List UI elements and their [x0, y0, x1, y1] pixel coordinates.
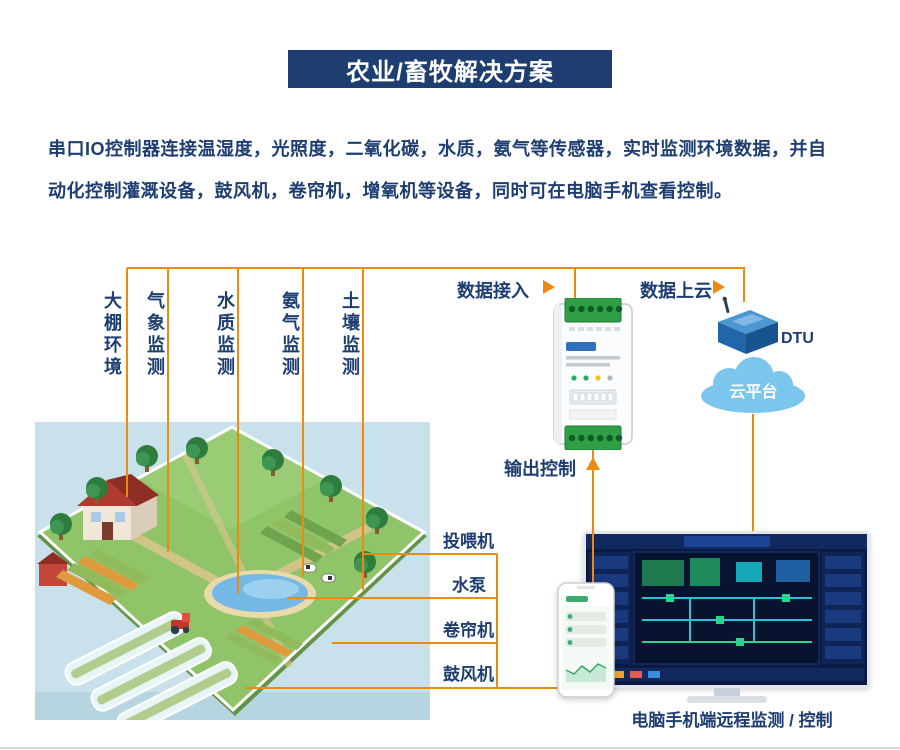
scada-title-bar: [684, 536, 770, 547]
farm-pond: [204, 570, 316, 618]
sensor-label-weather: 气象监测: [145, 291, 165, 379]
label-dtu: DTU: [781, 330, 814, 347]
crop-rows-left: [56, 549, 150, 605]
arrow-up-icon-output-control: [586, 457, 600, 470]
phone-list-rows: [566, 612, 606, 647]
description: 串口IO控制器连接温湿度，光照度，二氧化碳，水质，氨气等传感器，实时监测环境数据…: [48, 134, 827, 218]
cloud-icon: [701, 357, 805, 413]
phone-speaker: [577, 586, 595, 589]
monitor-base: [687, 696, 767, 703]
scada-right-panel: [822, 552, 864, 664]
farm-cows: [302, 563, 336, 583]
arrow-right-icon-data-cloud: [713, 280, 725, 294]
output-label-water-pump: 水泵: [450, 571, 488, 596]
phone-screen: [557, 582, 615, 698]
farm-greenhouses: [64, 611, 238, 720]
description-line-1: 串口IO控制器连接温湿度，光照度，二氧化碳，水质，氨气等传感器，实时监测环境数据…: [48, 139, 827, 159]
label-output-control: 输出控制: [504, 459, 576, 479]
monitor: [583, 531, 870, 688]
page-title: 农业/畜牧解决方案: [288, 50, 612, 88]
sensor-label-greenhouse-env: 大棚环境: [102, 291, 122, 379]
device-led-indicators: [571, 375, 613, 381]
phone-app-header: [566, 596, 588, 602]
monitor-stand: [714, 688, 740, 697]
antenna-icon: [722, 296, 730, 314]
label-data-in: 数据接入: [457, 281, 529, 301]
device-logo: [566, 342, 596, 351]
farm-house: [77, 474, 159, 540]
phone-area-chart: [566, 664, 606, 682]
page-divider: [0, 747, 900, 749]
sensor-label-soil: 土壤监测: [340, 291, 360, 379]
farm-shed: [37, 552, 69, 586]
output-label-feeder: 投喂机: [441, 527, 496, 552]
caption-remote-monitoring: 电脑手机端远程监测 / 控制: [631, 711, 833, 730]
sensor-label-water-quality: 水质监测: [215, 291, 235, 379]
farm-illustration: [35, 422, 430, 720]
cloud-platform-label: 云平台: [729, 384, 778, 401]
phone: [557, 582, 615, 698]
scada-screen: [586, 534, 867, 685]
dtu-device: [718, 296, 778, 354]
description-line-2: 动化控制灌溉设备，鼓风机，卷帘机，增氧机等设备，同时可在电脑手机查看控制。: [48, 181, 733, 201]
crop-rows-bottom: [225, 618, 303, 664]
sensor-label-ammonia: 氨气监测: [280, 291, 300, 379]
output-label-roller-curtain: 卷帘机: [441, 616, 496, 641]
io-controller-device: [553, 298, 633, 450]
label-data-to-cloud: 数据上云: [640, 281, 712, 301]
farm-tractor: [170, 613, 190, 635]
output-label-blower: 鼓风机: [441, 660, 496, 685]
arrow-right-icon-data-in: [543, 280, 555, 294]
